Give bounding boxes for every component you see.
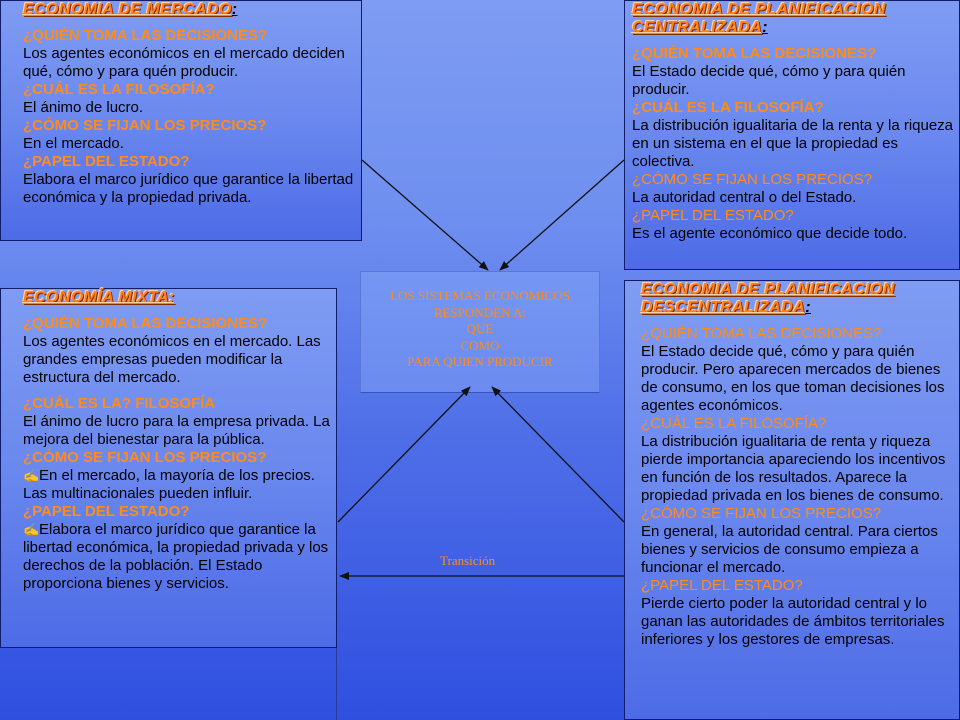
mixta-a-precios: ✍En el mercado, la mayoría de los precio… — [23, 467, 315, 502]
mixta-a-decisiones: Los agentes económicos en el mercado. La… — [23, 333, 321, 386]
economia-mercado-box: ECONOMIA DE MERCADO: ¿QUIÉN TOMA LAS DEC… — [0, 0, 362, 241]
mixta-a-filosofia: El ánimo de lucro para la empresa privad… — [23, 413, 330, 448]
sistemas-economicos-center-box: LOS SISTEMAS ECONOMICOS RESPONDEN A: QUE… — [360, 271, 600, 393]
mixta-q-filosofia: ¿CUÁL ES LA? FILOSOFÍA — [23, 395, 216, 412]
mercado-q-estado: ¿PAPEL DEL ESTADO? — [23, 153, 190, 170]
mercado-a-precios: En el mercado. — [23, 135, 124, 152]
mercado-title: ECONOMIA DE MERCADO: — [23, 1, 238, 18]
center-line-3: QUE — [466, 321, 494, 336]
descentralizada-a-estado: Pierde cierto poder la autoridad central… — [641, 595, 945, 648]
mixta-q-decisiones: ¿QUIÉN TOMA LAS DECISIONES? — [23, 315, 268, 332]
descentralizada-q-filosofia: ¿CUÁL ES LA FILOSOFÍA? — [641, 415, 827, 432]
center-line-5: PARA QUIEN PRODUCIR — [407, 354, 553, 369]
center-line-1: LOS SISTEMAS ECONOMICOS — [390, 288, 570, 303]
center-line-2: RESPONDEN A: — [433, 304, 527, 320]
descentralizada-title: ECONOMIA DE PLANIFICACION DESCENTRALIZAD… — [641, 281, 895, 316]
descentralizada-a-decisiones: El Estado decide qué, cómo y para quién … — [641, 343, 945, 414]
centralizada-q-filosofia: ¿CUÁL ES LA FILOSOFÍA? — [632, 99, 824, 116]
bullet-icon: ✍ — [23, 468, 40, 483]
economia-centralizada-box: ECONOMIA DE PLANIFICACION CENTRALIZADA: … — [624, 0, 960, 270]
economia-descentralizada-box: ECONOMIA DE PLANIFICACION DESCENTRALIZAD… — [624, 280, 960, 720]
descentralizada-q-decisiones: ¿QUIÉN TOMA LAS DECISIONES? — [641, 325, 882, 342]
mercado-a-estado: Elabora el marco jurídico que garantice … — [23, 171, 354, 206]
centralizada-a-decisiones: El Estado decide qué, cómo y para quién … — [632, 63, 906, 98]
arrow-mercado-to-center — [361, 159, 489, 271]
economia-mixta-box: ECONOMÍA MIXTA: ¿QUIÉN TOMA LAS DECISION… — [0, 288, 337, 648]
descentralizada-q-estado: ¿PAPEL DEL ESTADO? — [641, 577, 803, 594]
centralizada-title: ECONOMIA DE PLANIFICACION CENTRALIZADA: — [632, 1, 886, 36]
centralizada-q-precios: ¿CÓMO SE FIJAN LOS PRECIOS? — [632, 171, 873, 188]
mercado-a-filosofia: El ánimo de lucro. — [23, 99, 144, 116]
centralizada-a-estado: Es el agente económico que decide todo. — [632, 225, 908, 242]
descentralizada-a-precios: En general, la autoridad central. Para c… — [641, 523, 938, 576]
bullet-icon: ✍ — [23, 522, 40, 537]
arrow-descentralizada-to-center — [491, 386, 625, 523]
mercado-q-precios: ¿CÓMO SE FIJAN LOS PRECIOS? — [23, 117, 267, 134]
mercado-q-filosofia: ¿CUÁL ES LA FILOSOFÍA? — [23, 81, 215, 98]
centralizada-a-precios: La autoridad central o del Estado. — [632, 189, 857, 206]
mercado-a-decisiones: Los agentes económicos en el mercado dec… — [23, 45, 345, 80]
divider-line — [336, 648, 337, 720]
center-line-4: COMO — [460, 337, 500, 353]
mixta-a-estado: ✍Elabora el marco jurídico que garantice… — [23, 521, 329, 592]
transition-label: Transición — [440, 553, 496, 568]
centralizada-q-estado: ¿PAPEL DEL ESTADO? — [632, 207, 794, 224]
mixta-q-precios: ¿CÓMO SE FIJAN LOS PRECIOS? — [23, 449, 267, 466]
descentralizada-q-precios: ¿CÓMO SE FIJAN LOS PRECIOS? — [641, 505, 882, 522]
centralizada-q-decisiones: ¿QUIÉN TOMA LAS DECISIONES? — [632, 45, 877, 62]
mercado-q-decisiones: ¿QUIÉN TOMA LAS DECISIONES? — [23, 27, 268, 44]
arrow-centralizada-to-center — [499, 159, 625, 271]
centralizada-a-filosofia: La distribución igualitaria de la renta … — [632, 117, 954, 170]
mixta-q-estado: ¿PAPEL DEL ESTADO? — [23, 503, 190, 520]
descentralizada-a-filosofia: La distribución igualitaria de renta y r… — [641, 433, 946, 504]
arrow-mixta-to-center — [337, 386, 471, 523]
mixta-title: ECONOMÍA MIXTA: — [23, 289, 175, 306]
